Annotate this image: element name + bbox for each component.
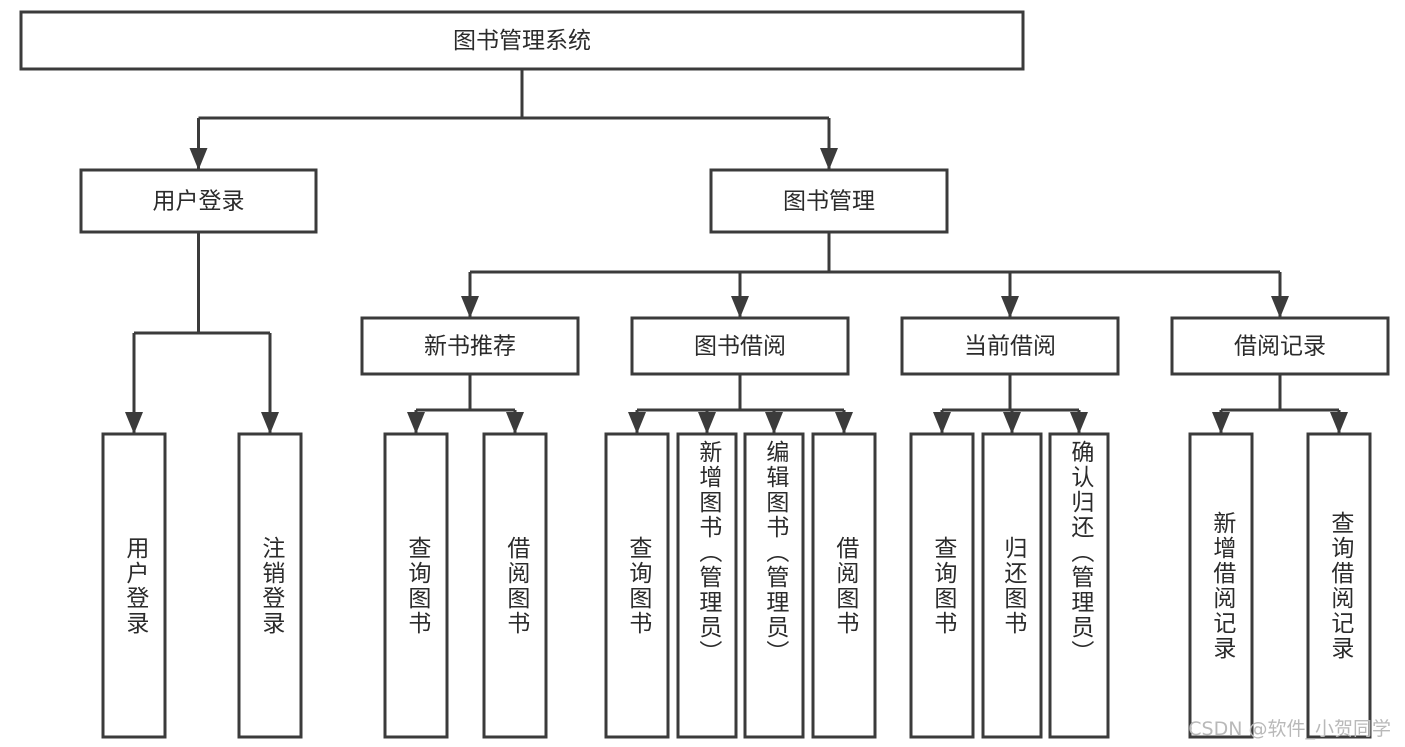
node-borrow-record[interactable] (1170, 316, 1390, 376)
connectors-layer (125, 69, 1348, 434)
node-leaf-query-book-br[interactable] (604, 432, 670, 739)
node-root[interactable] (19, 10, 1025, 71)
node-label-current-borrow: 当前借阅 (964, 334, 1056, 360)
node-book-borrow[interactable] (630, 316, 850, 376)
node-leaf-add-book[interactable] (676, 432, 738, 739)
node-leaf-borrow-book-rec[interactable] (482, 432, 548, 739)
arrow-head-icon (1271, 296, 1289, 318)
node-label-root: 图书管理系统 (453, 28, 591, 54)
node-leaf-user-logout[interactable] (237, 432, 303, 739)
node-new-book-recommend[interactable] (360, 316, 580, 376)
arrow-head-icon (461, 296, 479, 318)
arrow-head-icon (628, 412, 646, 434)
node-label-borrow-record: 借阅记录 (1234, 334, 1326, 360)
arrow-head-icon (125, 412, 143, 434)
arrow-head-icon (731, 296, 749, 318)
arrow-head-icon (1003, 412, 1021, 434)
arrow-head-icon (1001, 296, 1019, 318)
arrow-head-icon (933, 412, 951, 434)
arrow-head-icon (1330, 412, 1348, 434)
node-user-login[interactable] (79, 168, 318, 234)
node-label-new-book-recommend: 新书推荐 (424, 334, 516, 360)
arrow-head-icon (698, 412, 716, 434)
arrow-head-icon (820, 148, 838, 170)
node-leaf-edit-book[interactable] (743, 432, 805, 739)
node-label-book-borrow: 图书借阅 (694, 334, 786, 360)
arrow-head-icon (835, 412, 853, 434)
node-leaf-query-book-cur[interactable] (909, 432, 975, 739)
node-label-user-login: 用户登录 (153, 189, 245, 215)
arrow-head-icon (261, 412, 279, 434)
node-leaf-query-book-rec[interactable] (383, 432, 449, 739)
arrow-head-icon (1070, 412, 1088, 434)
arrow-head-icon (506, 412, 524, 434)
node-leaf-user-login[interactable] (101, 432, 167, 739)
arrow-head-icon (1212, 412, 1230, 434)
node-current-borrow[interactable] (900, 316, 1120, 376)
watermark-text: CSDN @软件_小贺同学 (1188, 718, 1391, 740)
arrow-head-icon (407, 412, 425, 434)
node-book-manage[interactable] (709, 168, 949, 234)
node-leaf-add-record[interactable] (1188, 432, 1254, 739)
node-leaf-query-record[interactable] (1306, 432, 1372, 739)
node-label-book-manage: 图书管理 (783, 189, 875, 215)
arrow-head-icon (765, 412, 783, 434)
node-leaf-confirm-return[interactable] (1048, 432, 1110, 739)
boxes-layer (19, 10, 1390, 739)
arrow-head-icon (189, 148, 208, 170)
node-leaf-borrow-book-br[interactable] (811, 432, 877, 739)
node-leaf-return-book[interactable] (981, 432, 1043, 739)
